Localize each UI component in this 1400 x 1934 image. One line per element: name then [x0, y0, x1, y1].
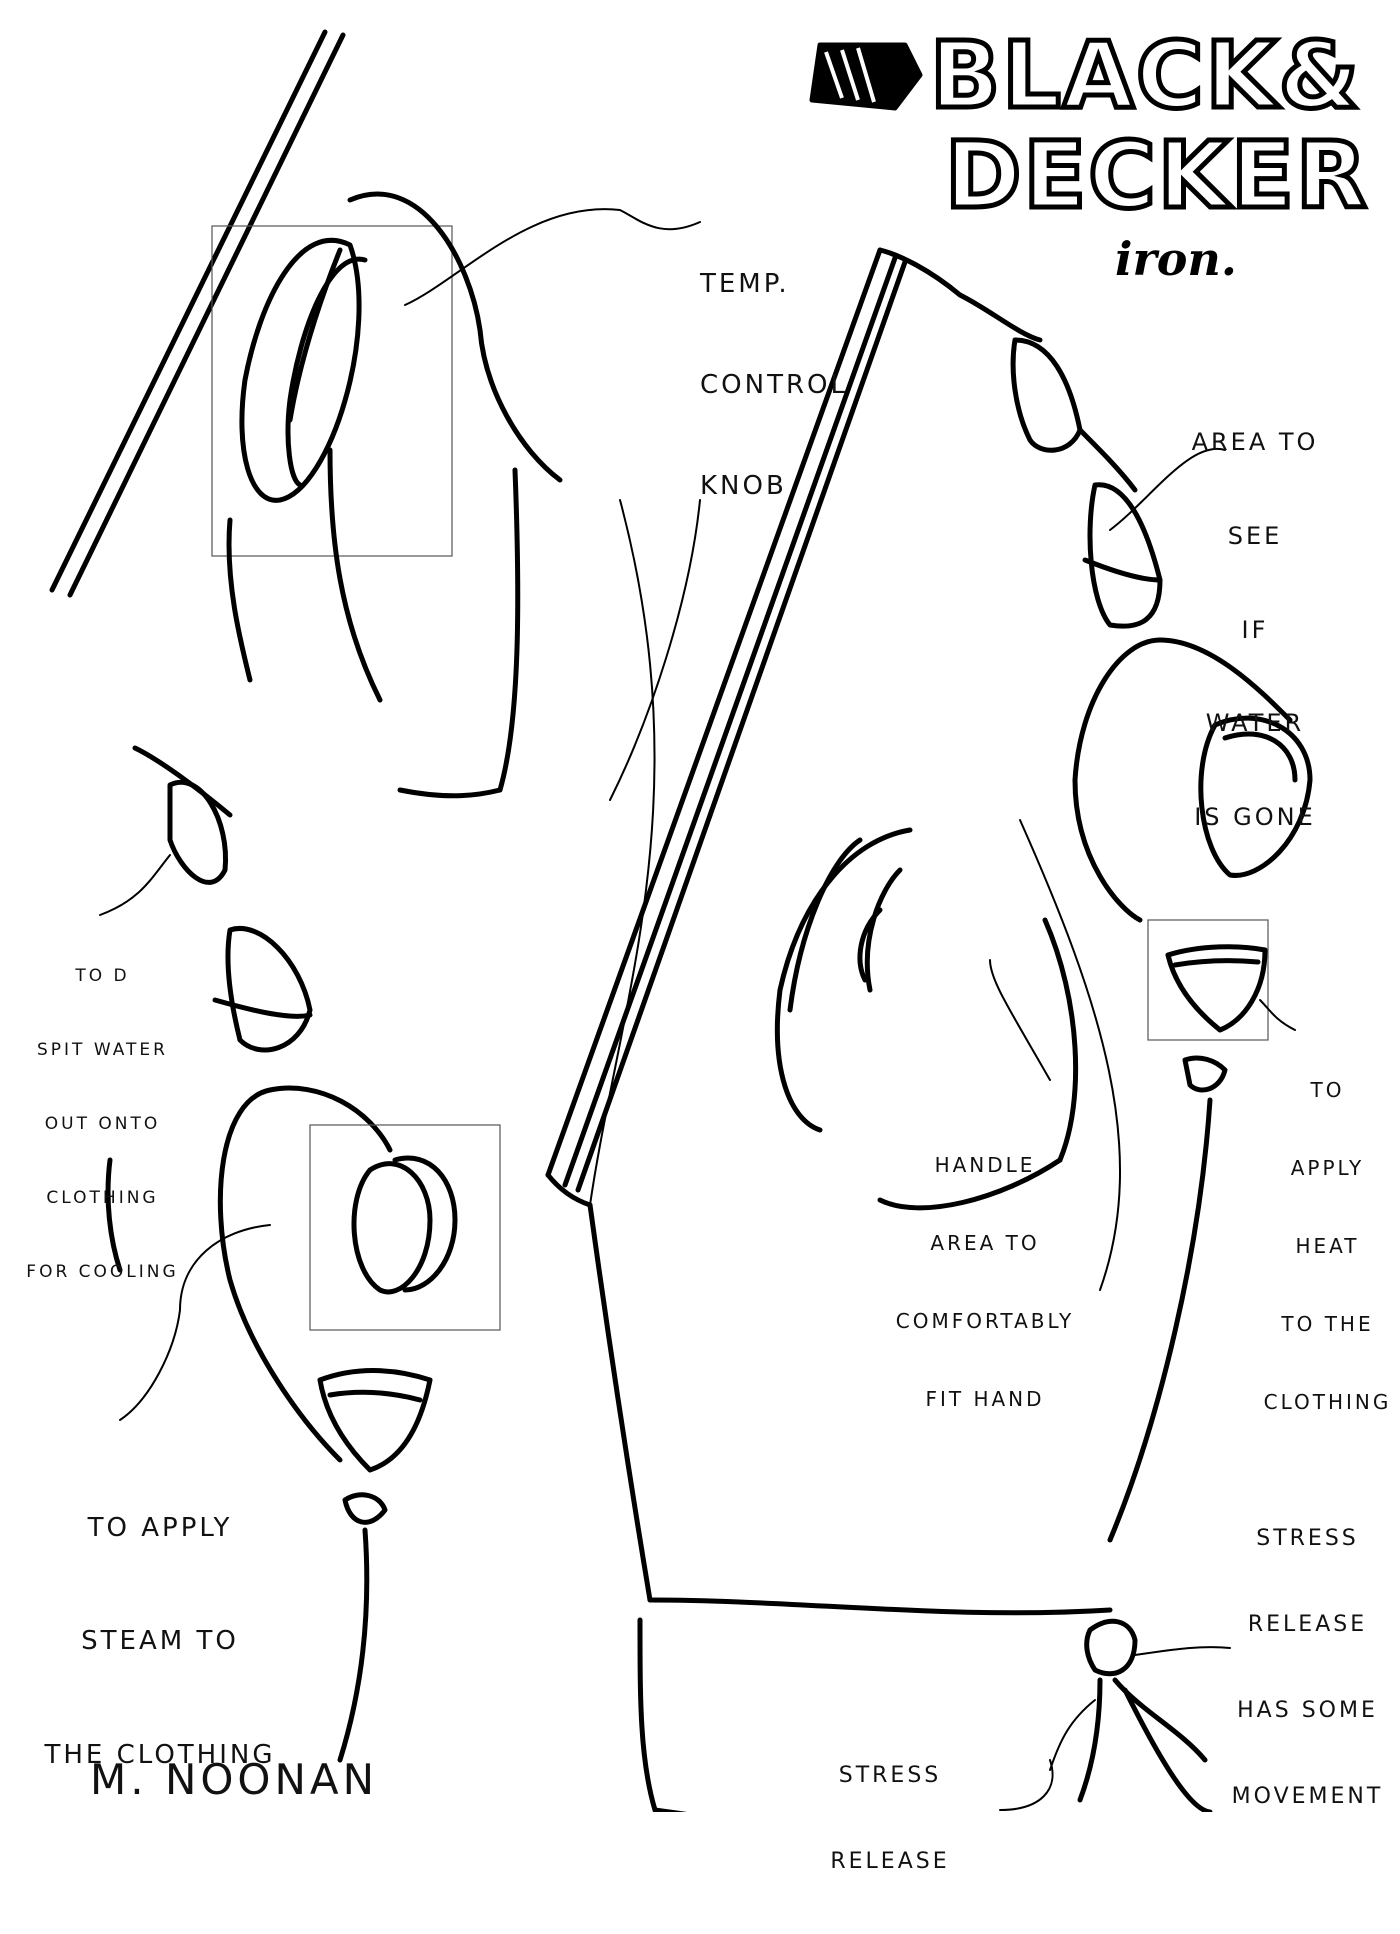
annotation-line: RELEASE: [1247, 1611, 1368, 1637]
hexagon-stripes-icon: [809, 42, 923, 111]
brand-product-name: iron.: [1115, 232, 1237, 286]
annotation-line: WATER: [1205, 709, 1305, 738]
annotation-line: APPLY: [1290, 1156, 1365, 1180]
annotation-line: HAS SOME: [1237, 1697, 1378, 1723]
annotation-apply-steam: TO APPLY STEAM TO THE CLOTHING: [30, 1435, 290, 1850]
annotation-line: IF: [1241, 615, 1269, 644]
sketch-sheet: BLACK& DECKER iron. TEMP. CONTROL KNOB A…: [0, 22, 1400, 1874]
annotation-line: TO THE: [1281, 1312, 1374, 1336]
annotation-line: TO: [1310, 1078, 1345, 1102]
annotation-line: SEE: [1227, 521, 1283, 550]
left-view-handle: [99, 745, 501, 1763]
annotation-line: CLOTHING: [1263, 1390, 1392, 1414]
annotation-line: RELEASE: [830, 1848, 950, 1874]
artist-signature: M. NOONAN: [90, 1755, 379, 1804]
annotation-line: TEMP.: [700, 268, 790, 299]
annotation-line: AREA TO: [1191, 428, 1319, 457]
annotation-handle-area: HANDLE AREA TO COMFORTABLY FIT HAND: [885, 1100, 1085, 1464]
annotation-line: COMFORTABLY: [895, 1309, 1075, 1333]
brand-line2: DECKER: [943, 122, 1370, 229]
annotation-line: THE CLOTHING: [44, 1739, 276, 1770]
iron-sketch-drawing: [49, 29, 1313, 1812]
annotation-apply-heat: TO APPLY HEAT TO THE CLOTHING: [1255, 1025, 1400, 1467]
annotation-line: HEAT: [1295, 1234, 1360, 1258]
annotation-line: KNOB: [700, 471, 787, 502]
annotation-line: MOVEMENT: [1231, 1783, 1384, 1809]
left-view-soleplate-edge: [49, 29, 346, 598]
annotation-line: TO D: [75, 966, 130, 987]
annotation-line: AREA TO: [930, 1231, 1040, 1255]
annotation-line: STRESS: [838, 1763, 942, 1789]
annotation-line: IS GONE: [1194, 802, 1316, 831]
annotation-line: STEAM TO: [81, 1626, 239, 1657]
annotation-line: STRESS: [1256, 1526, 1359, 1552]
annotation-line: FOR COOLING: [26, 1261, 179, 1282]
annotation-line: FIT HAND: [925, 1387, 1045, 1411]
annotation-spit-water: TO D SPIT WATER OUT ONTO CLOTHING FOR CO…: [0, 915, 205, 1334]
annotation-line: CONTROL: [700, 369, 848, 400]
annotation-line: SPIT WATER: [37, 1040, 168, 1061]
annotation-water-level-window: AREA TO SEE IF WATER IS GONE: [1175, 365, 1335, 895]
annotation-stress-release: STRESS RELEASE: [810, 1705, 970, 1934]
annotation-stress-release-movement: STRESS RELEASE HAS SOME MOVEMENT: [1225, 1468, 1390, 1868]
annotation-temp-control-knob: TEMP. CONTROL KNOB: [700, 200, 848, 572]
annotation-line: CLOTHING: [46, 1188, 159, 1209]
temp-knob-detail: [211, 191, 701, 799]
brand-line1: BLACK&: [928, 22, 1362, 129]
annotation-line: OUT ONTO: [44, 1114, 161, 1135]
main-iron-body: [545, 247, 1313, 1812]
annotation-line: TO APPLY: [87, 1513, 233, 1544]
annotation-line: HANDLE: [934, 1153, 1036, 1177]
